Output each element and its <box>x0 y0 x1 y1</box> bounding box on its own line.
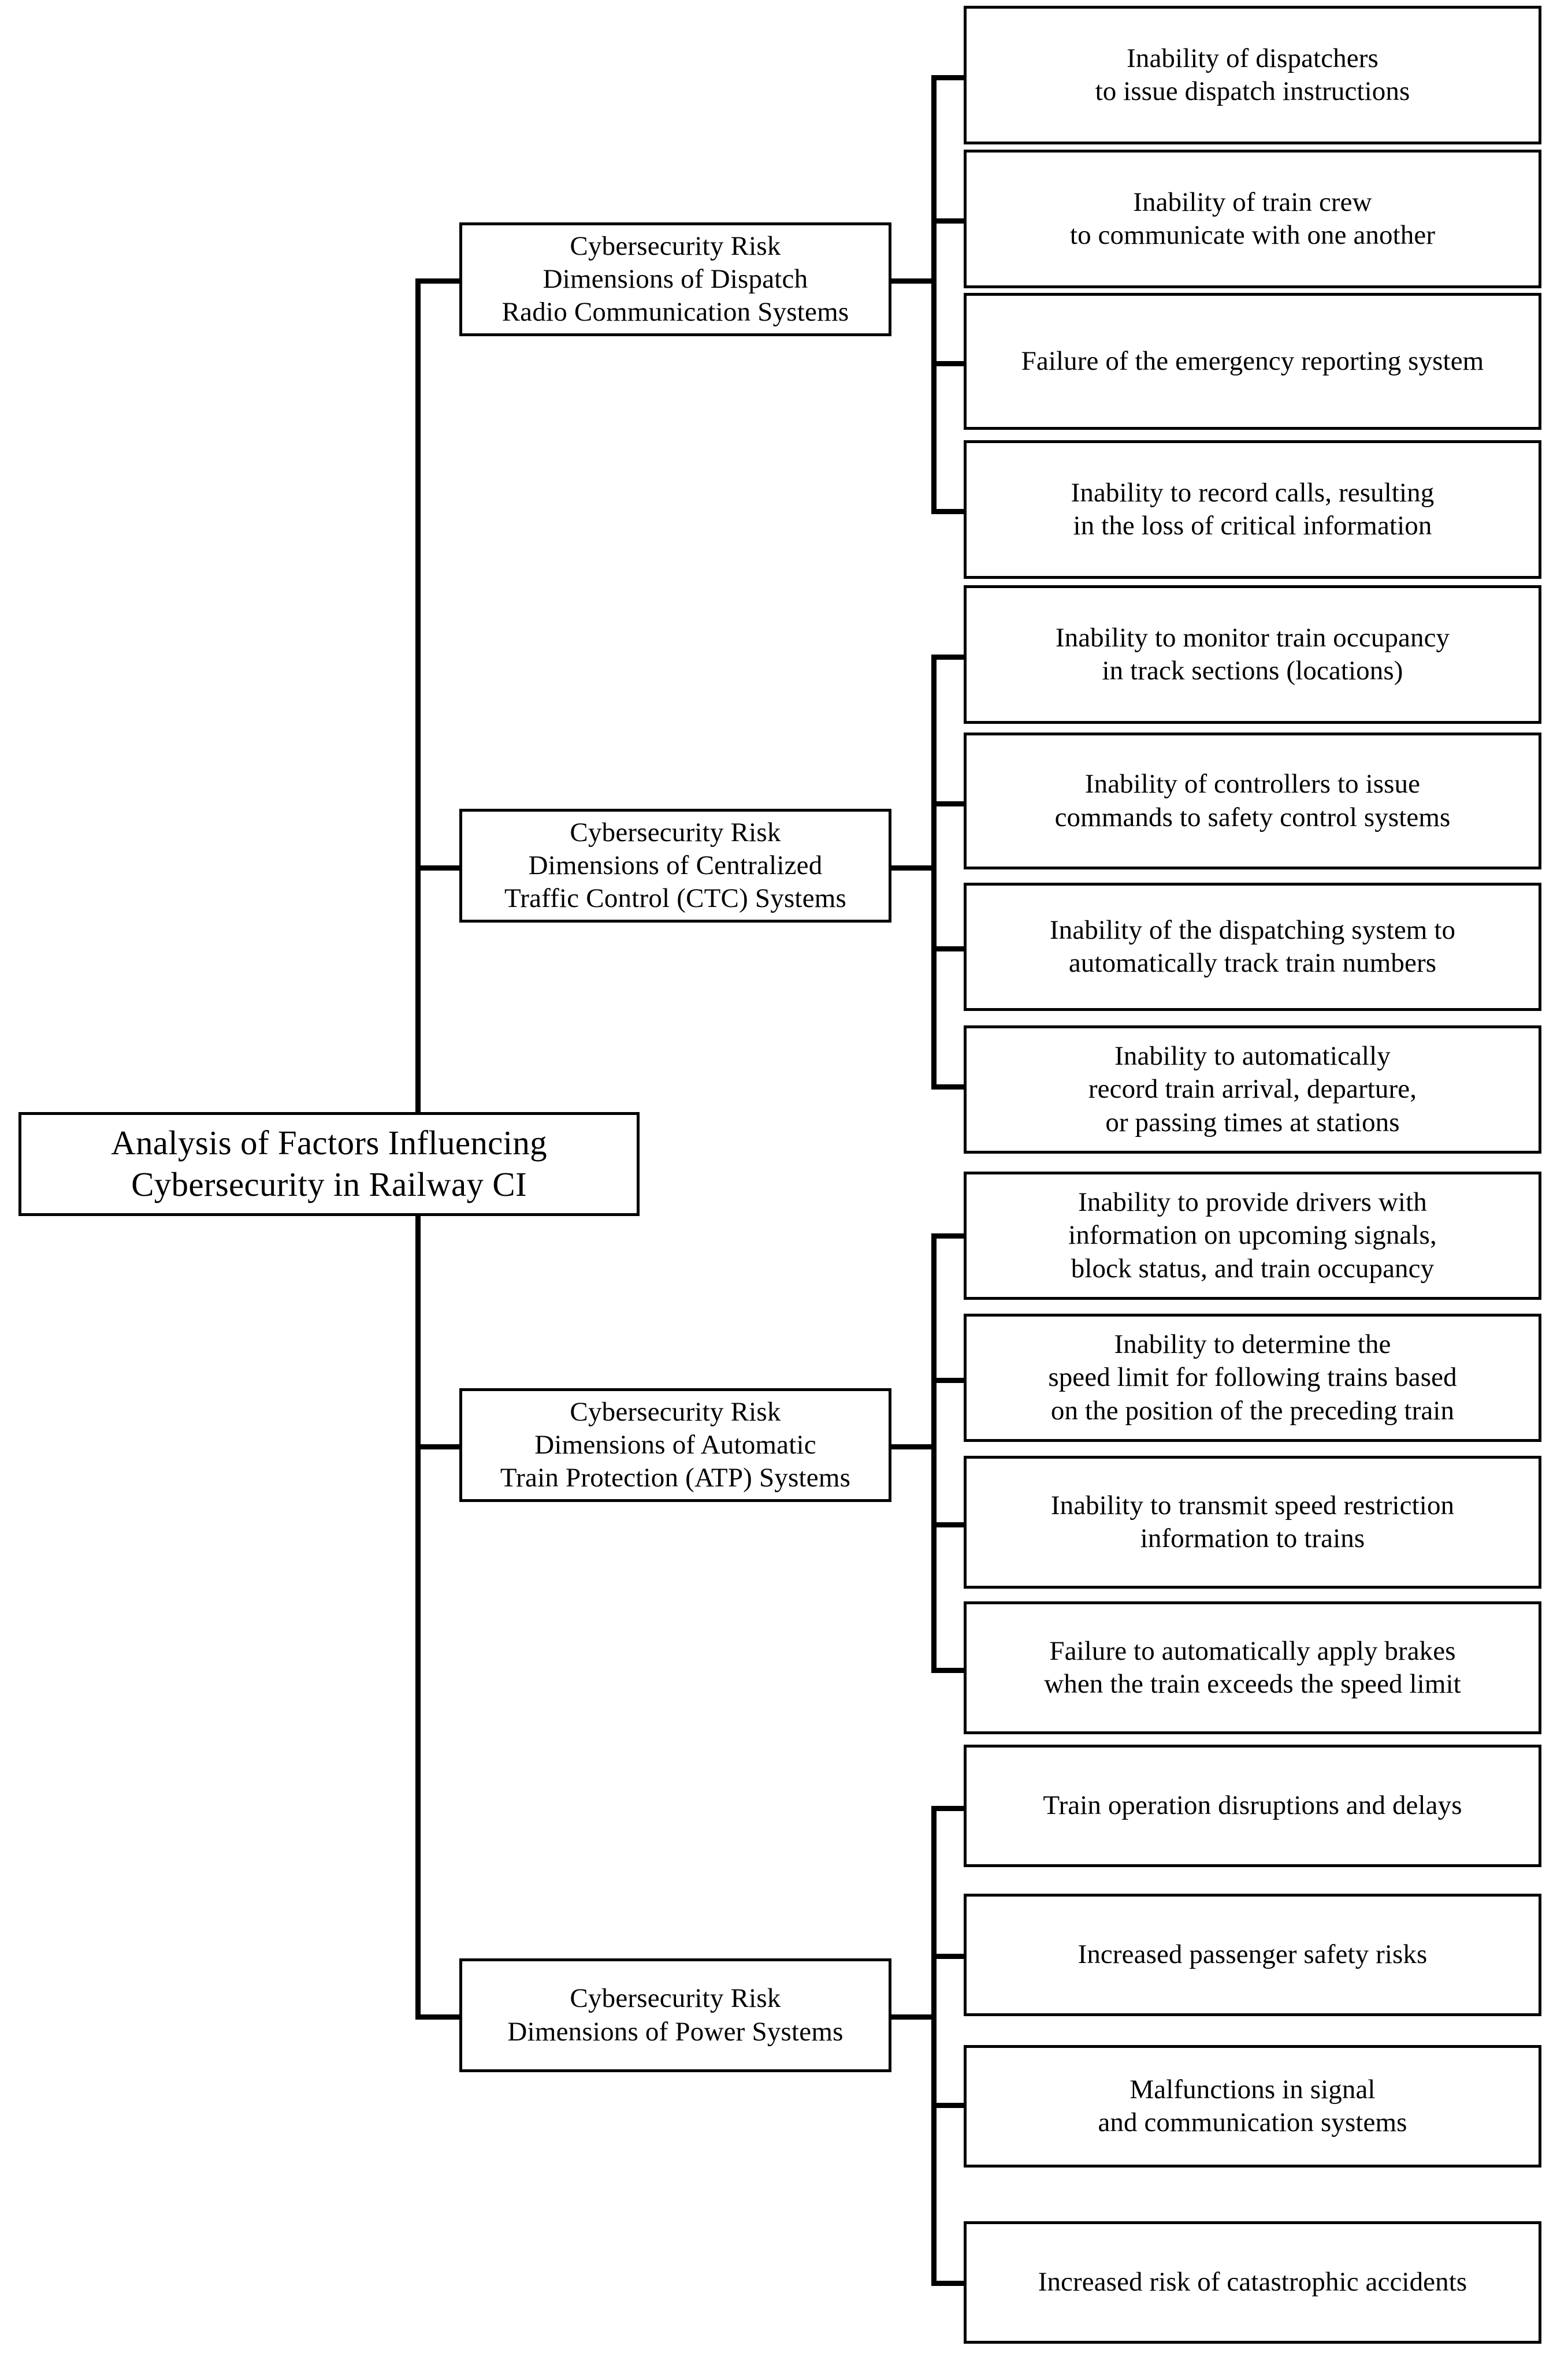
branch-3-leaf-2-line <box>931 1378 966 1383</box>
root-node-label: Analysis of Factors Influencing Cybersec… <box>111 1124 547 1203</box>
branch-2-leaf-3-line <box>931 946 966 951</box>
branch-2-leaf-2-line <box>931 801 966 806</box>
leaf-node-4-3[interactable]: Malfunctions in signal and communication… <box>964 2045 1541 2168</box>
leaf-node-1-4-label: Inability to record calls, resulting in … <box>1071 477 1435 541</box>
leaf-node-1-3-label: Failure of the emergency reporting syste… <box>1021 345 1484 376</box>
branch-4-bus-vertical <box>931 1806 937 2285</box>
leaf-node-3-4[interactable]: Failure to automatically apply brakes wh… <box>964 1601 1541 1734</box>
leaf-node-3-1[interactable]: Inability to provide drivers with inform… <box>964 1172 1541 1300</box>
leaf-node-1-4[interactable]: Inability to record calls, resulting in … <box>964 440 1541 579</box>
branch-1-leaf-1-line <box>931 75 966 80</box>
leaf-node-2-4[interactable]: Inability to automatically record train … <box>964 1025 1541 1154</box>
branch-node-3[interactable]: Cybersecurity Risk Dimensions of Automat… <box>459 1388 891 1502</box>
branch-4-to-bus-line <box>890 2014 937 2020</box>
branch-1-leaf-4-line <box>931 509 966 514</box>
branch-node-3-label: Cybersecurity Risk Dimensions of Automat… <box>500 1396 851 1493</box>
leaf-node-1-1[interactable]: Inability of dispatchers to issue dispat… <box>964 6 1541 144</box>
leaf-node-2-2[interactable]: Inability of controllers to issue comman… <box>964 733 1541 869</box>
leaf-node-4-4[interactable]: Increased risk of catastrophic accidents <box>964 2221 1541 2344</box>
branch-1-leaf-3-line <box>931 361 966 366</box>
branch-2-leaf-4-line <box>931 1084 966 1090</box>
branch-2-leaf-1-line <box>931 655 966 660</box>
trunk-to-branch-1-line <box>415 278 462 284</box>
leaf-node-2-3[interactable]: Inability of the dispatching system to a… <box>964 883 1541 1011</box>
branch-node-2[interactable]: Cybersecurity Risk Dimensions of Central… <box>459 809 891 923</box>
leaf-node-1-1-label: Inability of dispatchers to issue dispat… <box>1095 43 1410 106</box>
branch-4-leaf-4-line <box>931 2281 966 2286</box>
branch-2-to-bus-line <box>890 865 937 871</box>
leaf-node-1-2-label: Inability of train crew to communicate w… <box>1069 187 1436 250</box>
leaf-node-3-1-label: Inability to provide drivers with inform… <box>1068 1187 1437 1284</box>
leaf-node-4-2-label: Increased passenger safety risks <box>1077 1939 1428 1970</box>
leaf-node-4-1-label: Train operation disruptions and delays <box>1043 1790 1462 1821</box>
leaf-node-2-4-label: Inability to automatically record train … <box>1088 1041 1417 1137</box>
leaf-node-4-1[interactable]: Train operation disruptions and delays <box>964 1745 1541 1867</box>
branch-2-bus-vertical <box>931 655 937 1089</box>
leaf-node-3-3[interactable]: Inability to transmit speed restriction … <box>964 1456 1541 1589</box>
branch-3-bus-vertical <box>931 1233 937 1672</box>
branch-1-to-bus-line <box>890 278 937 284</box>
branch-4-leaf-3-line <box>931 2103 966 2108</box>
branch-node-4[interactable]: Cybersecurity Risk Dimensions of Power S… <box>459 1958 891 2072</box>
branch-4-leaf-1-line <box>931 1806 966 1811</box>
trunk-to-branch-4-line <box>415 2014 462 2020</box>
leaf-node-4-4-label: Increased risk of catastrophic accidents <box>1038 2267 1467 2297</box>
branch-4-leaf-2-line <box>931 1954 966 1959</box>
branch-3-leaf-3-line <box>931 1522 966 1527</box>
leaf-node-3-2-label: Inability to determine the speed limit f… <box>1048 1329 1457 1426</box>
leaf-node-2-1[interactable]: Inability to monitor train occupancy in … <box>964 585 1541 724</box>
leaf-node-3-3-label: Inability to transmit speed restriction … <box>1050 1490 1455 1553</box>
branch-3-to-bus-line <box>890 1444 937 1449</box>
leaf-node-2-1-label: Inability to monitor train occupancy in … <box>1055 622 1450 686</box>
branch-node-1[interactable]: Cybersecurity Risk Dimensions of Dispatc… <box>459 222 891 336</box>
branch-node-2-label: Cybersecurity Risk Dimensions of Central… <box>504 817 846 914</box>
branch-node-1-label: Cybersecurity Risk Dimensions of Dispatc… <box>501 231 849 328</box>
root-node[interactable]: Analysis of Factors Influencing Cybersec… <box>18 1112 640 1216</box>
trunk-to-branch-3-line <box>415 1444 462 1449</box>
branch-1-bus-vertical <box>931 75 937 514</box>
leaf-node-3-2[interactable]: Inability to determine the speed limit f… <box>964 1314 1541 1442</box>
branch-1-leaf-2-line <box>931 218 966 224</box>
leaf-node-2-3-label: Inability of the dispatching system to a… <box>1049 914 1456 978</box>
leaf-node-1-3[interactable]: Failure of the emergency reporting syste… <box>964 293 1541 430</box>
trunk-to-branch-2-line <box>415 865 462 871</box>
branch-node-4-label: Cybersecurity Risk Dimensions of Power S… <box>507 1983 844 2047</box>
branch-3-leaf-4-line <box>931 1668 966 1673</box>
leaf-node-2-2-label: Inability of controllers to issue comman… <box>1054 769 1451 832</box>
branch-3-leaf-1-line <box>931 1233 966 1239</box>
leaf-node-4-2[interactable]: Increased passenger safety risks <box>964 1894 1541 2016</box>
leaf-node-1-2[interactable]: Inability of train crew to communicate w… <box>964 150 1541 288</box>
leaf-node-4-3-label: Malfunctions in signal and communication… <box>1098 2074 1407 2137</box>
leaf-node-3-4-label: Failure to automatically apply brakes wh… <box>1044 1635 1461 1699</box>
